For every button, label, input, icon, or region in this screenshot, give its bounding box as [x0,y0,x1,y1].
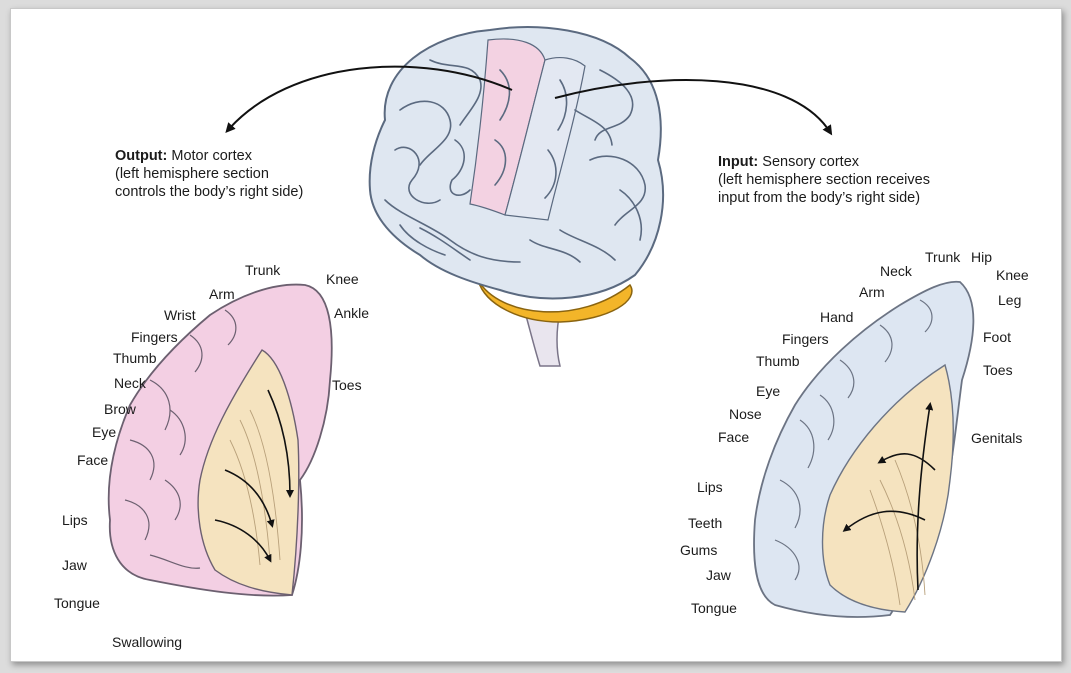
sensory-label-hand: Hand [820,309,853,325]
sensory-label-teeth: Teeth [688,515,722,531]
sensory-label-trunk: Trunk [925,249,961,265]
sensory-label-arm: Arm [859,284,885,300]
sensory-label-neck: Neck [880,263,913,279]
sensory-label-fingers: Fingers [782,331,829,347]
motor-label-trunk: Trunk [245,262,281,278]
output-line-1: (left hemisphere section [115,165,303,183]
sensory-label-genitals: Genitals [971,430,1022,446]
sensory-label-foot: Foot [983,329,1011,345]
input-caption: Input: Sensory cortex (left hemisphere s… [718,153,930,207]
input-heading: Input: [718,154,758,170]
motor-label-eye: Eye [92,424,116,440]
motor-label-face: Face [77,452,108,468]
input-line-1: (left hemisphere section receives [718,171,930,189]
motor-label-toes: Toes [332,377,362,393]
motor-label-arm: Arm [209,286,235,302]
sensory-label-gums: Gums [680,542,717,558]
sensory-label-thumb: Thumb [756,353,800,369]
output-line-2: controls the body’s right side) [115,183,303,201]
motor-label-fingers: Fingers [131,329,178,345]
input-title: Sensory cortex [762,154,859,170]
motor-label-knee: Knee [326,271,359,287]
motor-label-neck: Neck [114,375,147,391]
motor-label-brow: Brow [104,401,137,417]
sensory-label-knee: Knee [996,267,1029,283]
motor-label-lips: Lips [62,512,88,528]
sensory-label-lips: Lips [697,479,723,495]
output-caption: Output: Motor cortex (left hemisphere se… [115,147,303,201]
sensory-label-eye: Eye [756,383,780,399]
motor-label-tongue: Tongue [54,595,100,611]
sensory-label-toes: Toes [983,362,1013,378]
sensory-label-face: Face [718,429,749,445]
output-heading: Output: [115,148,167,164]
motor-label-thumb: Thumb [113,350,157,366]
sensory-label-nose: Nose [729,406,762,422]
sensory-label-tongue: Tongue [691,600,737,616]
output-title: Motor cortex [171,148,252,164]
sensory-label-leg: Leg [998,292,1021,308]
brain-illustration [370,27,663,366]
sensory-label-jaw: Jaw [706,567,732,583]
motor-label-jaw: Jaw [62,557,88,573]
sensory-label-hip: Hip [971,249,992,265]
input-line-2: input from the body’s right side) [718,189,930,207]
motor-label-swallowing: Swallowing [112,634,182,650]
motor-label-wrist: Wrist [164,307,196,323]
motor-label-ankle: Ankle [334,305,369,321]
